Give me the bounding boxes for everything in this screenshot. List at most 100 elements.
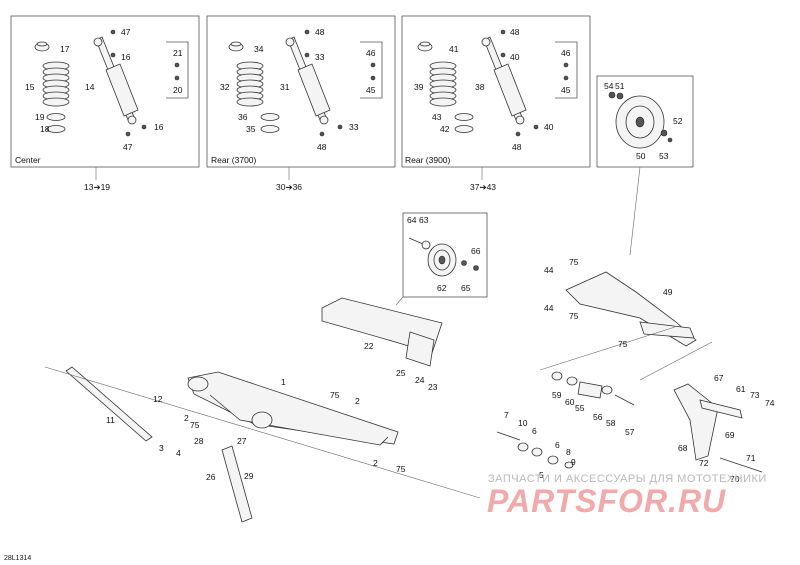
label: 73 — [750, 390, 760, 400]
label: 45 — [561, 85, 571, 95]
label: 38 — [475, 82, 485, 92]
label: 41 — [449, 44, 459, 54]
label: 21 — [173, 48, 183, 58]
label: 75 — [618, 339, 628, 349]
label: 31 — [280, 82, 290, 92]
label: 24 — [415, 375, 425, 385]
shock-absorber — [285, 36, 331, 125]
label: 48 — [317, 142, 327, 152]
watermark-tagline: ЗАПЧАСТИ И АКСЕССУАРЫ ДЛЯ МОТОТЕХНИКИ — [488, 473, 767, 485]
label: 44 — [544, 265, 554, 275]
label: 47 — [121, 27, 131, 37]
label: 23 — [428, 382, 438, 392]
label: 33 — [315, 52, 325, 62]
label: 45 — [366, 85, 376, 95]
idler-wheel-box: 54 51 52 50 53 — [596, 75, 694, 256]
label: 39 — [414, 82, 424, 92]
label: 72 — [699, 458, 709, 468]
label: 48 — [512, 142, 522, 152]
label: 1 — [281, 377, 286, 387]
label: 15 — [25, 82, 35, 92]
label: 16 — [154, 122, 164, 132]
label: 27 — [237, 436, 247, 446]
small-idler-box: 64 63 66 62 65 — [395, 212, 488, 306]
part-range-rear-3900: 37➔43 — [470, 182, 496, 192]
label: 36 — [238, 112, 248, 122]
label: 58 — [606, 418, 616, 428]
label: 75 — [330, 390, 340, 400]
label: 43 — [432, 112, 442, 122]
label: 22 — [364, 341, 374, 351]
label: 67 — [714, 373, 724, 383]
coil-spring — [42, 61, 70, 107]
label: 57 — [625, 427, 635, 437]
shock-box-center: 47 17 16 21 15 14 20 19 18 16 47 Center … — [10, 15, 200, 192]
label: 75 — [569, 311, 579, 321]
label: 12 — [153, 394, 163, 404]
label: 18 — [40, 124, 50, 134]
label: 8 — [566, 447, 571, 457]
label: 42 — [440, 124, 450, 134]
label: 3 — [159, 443, 164, 453]
label: 2 — [355, 396, 360, 406]
label: 20 — [173, 85, 183, 95]
label: 10 — [518, 418, 528, 428]
label: 40 — [544, 122, 554, 132]
box-caption-rear-3700: Rear (3700) — [211, 155, 257, 165]
shock-absorber — [93, 36, 139, 125]
label: 28 — [194, 436, 204, 446]
label: 65 — [461, 283, 471, 293]
label: 62 — [437, 283, 447, 293]
label: 48 — [315, 27, 325, 37]
label: 71 — [746, 453, 756, 463]
shock-absorber — [481, 36, 527, 125]
label: 17 — [60, 44, 70, 54]
label: 56 — [593, 412, 603, 422]
label: 75 — [396, 464, 406, 474]
label: 4 — [176, 448, 181, 458]
label: 51 — [615, 81, 625, 91]
watermark: ЗАПЧАСТИ И АКСЕССУАРЫ ДЛЯ МОТОТЕХНИКИ PA… — [487, 473, 767, 519]
label: 49 — [663, 287, 673, 297]
label: 26 — [206, 472, 216, 482]
label: 6 — [555, 440, 560, 450]
label: 16 — [121, 52, 131, 62]
label: 2 — [373, 458, 378, 468]
label: 33 — [349, 122, 359, 132]
label: 32 — [220, 82, 230, 92]
label: 64 — [407, 215, 417, 225]
shock-box-rear-3700: 48 34 33 46 32 31 45 36 35 33 48 Rear (3… — [206, 15, 396, 192]
part-range-rear-3700: 30➔36 — [276, 182, 302, 192]
label: 69 — [725, 430, 735, 440]
label: 44 — [544, 303, 554, 313]
watermark-logo: PARTSFOR.RU — [487, 483, 726, 519]
label: 61 — [736, 384, 746, 394]
label: 59 — [552, 390, 562, 400]
shock-box-rear-3900: 48 41 40 46 39 38 45 43 42 40 48 Rear (3… — [401, 15, 591, 192]
label: 6 — [532, 426, 537, 436]
label: 75 — [569, 257, 579, 267]
label: 66 — [471, 246, 481, 256]
label: 63 — [419, 215, 429, 225]
label: 48 — [510, 27, 520, 37]
label: 55 — [575, 403, 585, 413]
label: 47 — [123, 142, 133, 152]
box-caption-rear-3900: Rear (3900) — [405, 155, 451, 165]
label: 2 — [184, 413, 189, 423]
main-assembly: 1 11 12 2 75 3 4 28 27 26 29 75 2 2 75 2… — [44, 257, 775, 523]
label: 68 — [678, 443, 688, 453]
label: 75 — [190, 420, 200, 430]
coil-spring — [429, 61, 457, 107]
label: 25 — [396, 368, 406, 378]
label: 11 — [106, 415, 115, 425]
coil-spring — [236, 61, 264, 107]
label: 7 — [504, 410, 509, 420]
label: 54 — [604, 81, 614, 91]
label: 5 — [539, 470, 544, 480]
label: 70 — [730, 474, 740, 484]
label: 35 — [246, 124, 256, 134]
label: 19 — [35, 112, 45, 122]
label: 53 — [659, 151, 669, 161]
label: 52 — [673, 116, 683, 126]
